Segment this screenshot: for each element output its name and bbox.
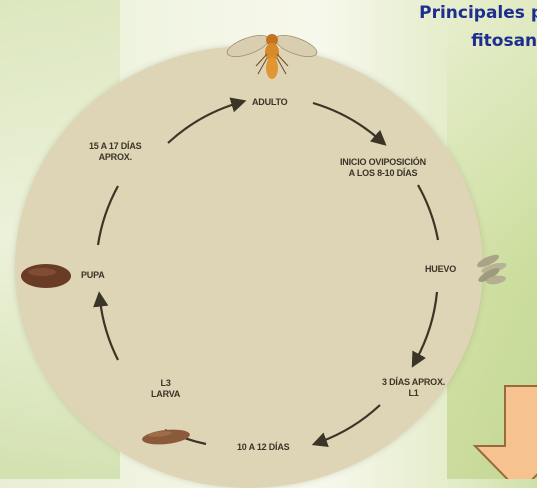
larva-icon (141, 428, 190, 447)
label-larva-days: 10 A 12 DÍAS (237, 442, 289, 453)
label-pupa-days: 15 A 17 DÍAS APROX. (89, 141, 141, 163)
label-l3: L3 LARVA (151, 378, 180, 400)
label-oviposition-line-2: A LOS 8-10 DÍAS (340, 168, 426, 179)
label-l1-line-1: 3 DÍAS APROX. (382, 377, 445, 388)
down-arrow-icon (475, 386, 537, 479)
label-l1-line-2: L1 (382, 388, 445, 399)
arc-egg-to-l1 (416, 292, 437, 360)
arc-pupa-to-15days (98, 186, 118, 245)
arc-l1-to-larva (320, 405, 380, 442)
egg-cluster-icon (475, 252, 507, 285)
label-oviposition-line-1: INICIO OVIPOSICIÓN (340, 157, 426, 168)
arc-l3-to-pupa (100, 300, 118, 360)
label-l3-line-2: LARVA (151, 389, 180, 400)
label-pupa: PUPA (81, 270, 105, 281)
label-adult: ADULTO (252, 97, 287, 108)
adult-fly-icon (225, 31, 320, 79)
arc-adult-to-oviposition (313, 103, 380, 140)
arc-15days-to-adult (168, 103, 238, 143)
label-pupa-days-line-1: 15 A 17 DÍAS (89, 141, 141, 152)
pupa-icon (21, 264, 71, 288)
arc-oviposition-to-egg (418, 185, 438, 240)
label-oviposition: INICIO OVIPOSICIÓN A LOS 8-10 DÍAS (340, 157, 426, 179)
label-pupa-days-line-2: APROX. (89, 152, 141, 163)
label-l3-line-1: L3 (151, 378, 180, 389)
label-egg: HUEVO (425, 264, 456, 275)
label-l1: 3 DÍAS APROX. L1 (382, 377, 445, 399)
